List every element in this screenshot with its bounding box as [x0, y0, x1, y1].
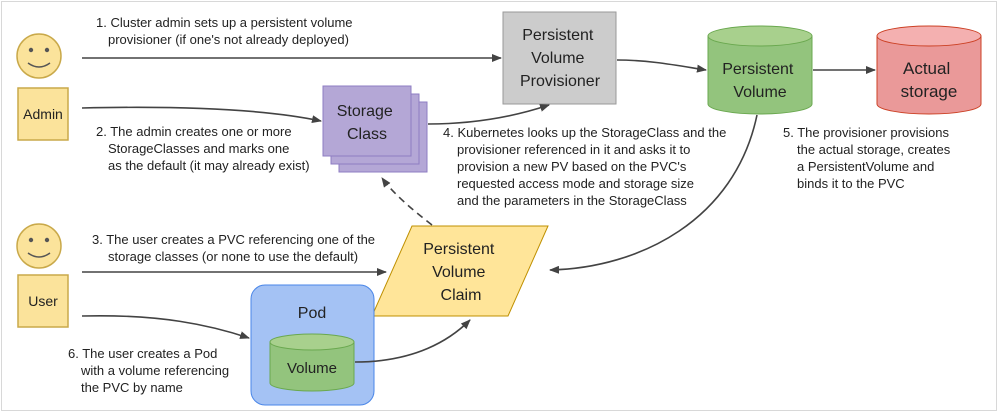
- actual-storage-label-line1: Actual: [903, 59, 950, 78]
- pod-volume-label: Volume: [287, 360, 337, 377]
- actual-storage-node: Actual storage: [876, 25, 982, 115]
- admin-box: [17, 87, 69, 141]
- persistent-volume-label-line1: Persistent: [722, 61, 794, 78]
- provisioner-label-line2: Volume: [531, 50, 584, 67]
- arrow-admin-to-storage-class: [81, 106, 322, 124]
- persistent-volume-cylinder: [707, 35, 813, 115]
- svg-text:Persistent Volume: Persistent Volume Claim: [423, 241, 499, 304]
- caption-step1: 1. Cluster admin sets up a persistent vo…: [96, 15, 356, 47]
- arrow-pod-volume-to-pvc: [354, 319, 471, 363]
- arrow-user-to-pod: [81, 314, 250, 339]
- user-actor: User: [16, 223, 69, 328]
- user-box: [17, 274, 69, 328]
- provisioner-label-line1: Persistent: [522, 27, 594, 44]
- svg-text:Persistent Volume: Persistent Volume: [722, 61, 798, 101]
- arrow-pvc-to-storage-class-dashed: [381, 177, 433, 226]
- caption-step6: 6. The user creates a Pod with a volume …: [68, 346, 233, 395]
- provisioner-node: Persistent Volume Provisioner: [502, 11, 617, 105]
- svg-text:Persistent Volume: Persistent Volume Provisioner: [520, 27, 601, 90]
- pvc-label-line3: Claim: [441, 287, 482, 304]
- pvc-label-line1: Persistent: [423, 241, 495, 258]
- pod-node: Pod Volume: [250, 284, 375, 406]
- svg-text:Actual storage: Actual storage: [901, 59, 958, 101]
- storage-class-box: [322, 85, 412, 157]
- pod-volume-cylinder: [269, 341, 355, 392]
- storage-class-label-line2: Class: [347, 126, 387, 143]
- caption-step5: 5. The provisioner provisions the actual…: [783, 125, 954, 191]
- persistent-volume-label-line2: Volume: [733, 84, 786, 101]
- admin-actor: Admin: [16, 33, 69, 141]
- caption-step2: 2. The admin creates one or more Storage…: [96, 124, 310, 173]
- provisioner-box: [502, 11, 617, 105]
- pod-label: Pod: [298, 305, 326, 322]
- admin-label: Admin: [23, 106, 63, 122]
- user-label: User: [28, 293, 58, 309]
- storage-class-label-line1: Storage: [337, 103, 393, 120]
- user-smiley-icon: [16, 223, 62, 269]
- arrow-storage-class-to-provisioner: [427, 104, 550, 125]
- pvc-parallelogram: [371, 225, 549, 317]
- arrow-provisioner-to-pv: [616, 59, 707, 73]
- pvc-label-line2: Volume: [432, 264, 485, 281]
- caption-step4: 4. Kubernetes looks up the StorageClass …: [443, 125, 730, 208]
- caption-step3: 3. The user creates a PVC referencing on…: [92, 232, 379, 264]
- provisioner-label-line3: Provisioner: [520, 73, 601, 90]
- storage-class-node: Storage Class: [322, 85, 428, 173]
- persistent-volume-node: Persistent Volume: [707, 25, 813, 115]
- svg-text:Storage Class: Storage Class: [337, 103, 398, 143]
- actual-storage-label-line2: storage: [901, 82, 958, 101]
- arrow-pv-to-pvc: [549, 114, 758, 274]
- admin-smiley-icon: [16, 33, 62, 79]
- pvc-node: Persistent Volume Claim: [371, 225, 549, 317]
- actual-storage-cylinder: [876, 35, 982, 115]
